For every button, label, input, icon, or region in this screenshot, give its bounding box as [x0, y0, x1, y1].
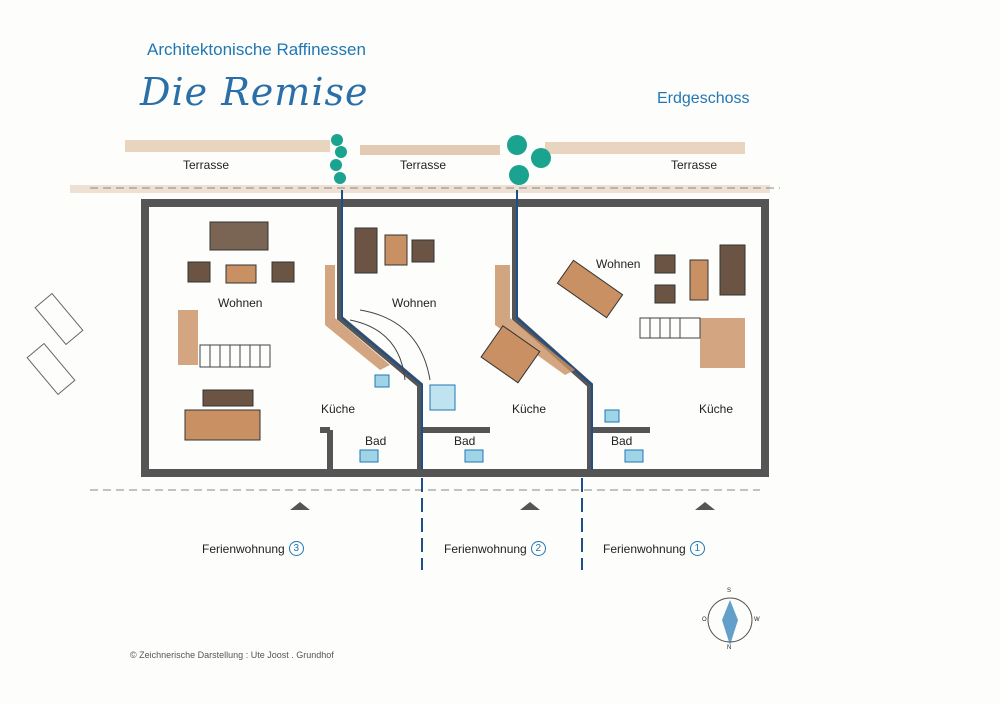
axis-lines: [421, 478, 583, 570]
drawing-subtitle: Architektonische Raffinessen: [147, 40, 366, 59]
compass-w: W: [754, 617, 760, 623]
compass-s: S: [727, 588, 732, 594]
unit-label: Ferienwohnung 1: [603, 541, 705, 556]
unit-label: Ferienwohnung 3: [202, 541, 304, 556]
entrance-markers: [290, 502, 715, 510]
unit-number-badge: 1: [689, 541, 705, 556]
credit-text: © Zeichnerische Darstellung : Ute Joost …: [130, 650, 334, 660]
floor-label: Erdgeschoss: [657, 90, 750, 107]
unit-label: Ferienwohnung 2: [444, 541, 546, 556]
unit-number-badge: 3: [288, 541, 304, 556]
unit-label-text: Ferienwohnung: [603, 541, 686, 556]
outer-wall: [141, 199, 769, 477]
room-label-bad: Bad: [611, 434, 633, 448]
furniture: [184, 221, 746, 441]
compass-n: N: [727, 645, 732, 651]
stairs: [199, 309, 701, 381]
room-label-kueche: Küche: [512, 402, 547, 416]
tree-icon: [330, 134, 551, 185]
unit-label-text: Ferienwohnung: [444, 541, 527, 556]
room-label-kueche: Küche: [321, 402, 356, 416]
room-label-kueche: Küche: [699, 402, 734, 416]
compass-icon: [707, 597, 753, 645]
room-label-wohnen: Wohnen: [596, 257, 641, 271]
unit-label-text: Ferienwohnung: [202, 541, 285, 556]
credit-text-body: Zeichnerische Darstellung : Ute Joost . …: [139, 650, 334, 660]
terrace-label: Terrasse: [671, 158, 718, 172]
room-label-bad: Bad: [454, 434, 476, 448]
room-label-wohnen: Wohnen: [218, 296, 263, 310]
bath-fixtures: [359, 374, 644, 463]
unit-number-badge: 2: [530, 541, 546, 556]
room-label-wohnen: Wohnen: [392, 296, 437, 310]
compass-o: O: [702, 617, 707, 623]
unit-separators: [341, 190, 593, 470]
terrace-label: Terrasse: [183, 158, 230, 172]
room-label-bad: Bad: [365, 434, 387, 448]
sun-lounger-icon: [26, 292, 84, 396]
terrace-texture: [70, 140, 770, 193]
terrace-label: Terrasse: [400, 158, 447, 172]
drawing-title: Die Remise: [140, 70, 369, 114]
interior-walls: [320, 203, 650, 473]
